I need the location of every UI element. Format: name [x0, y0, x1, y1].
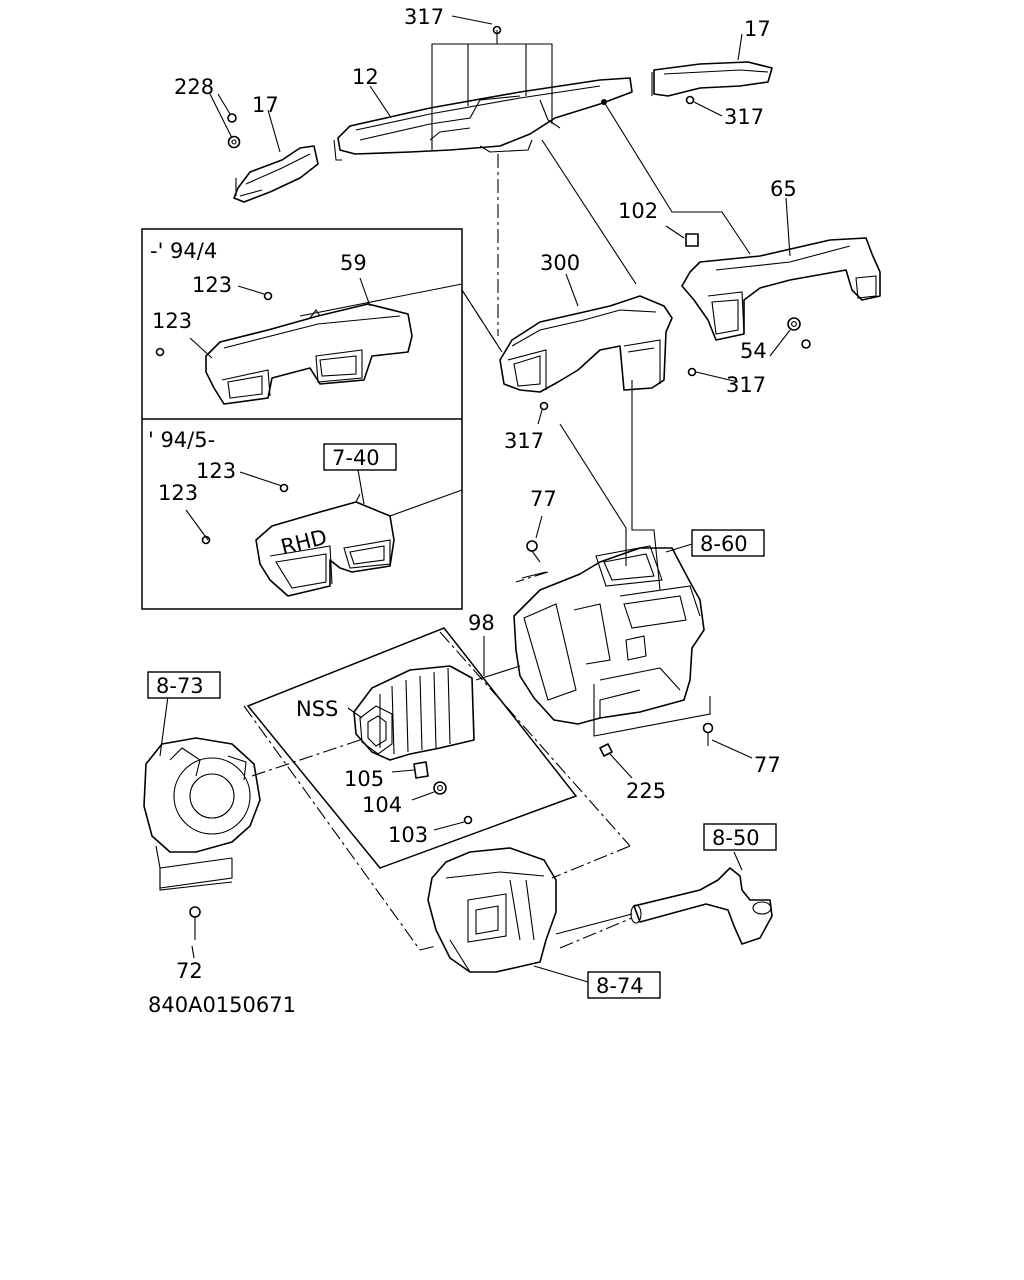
- heater-unit: [513, 545, 705, 725]
- clip-317-right: [685, 95, 695, 105]
- ref-box-8-73: 8-73: [147, 671, 221, 699]
- callout-123: 123: [196, 459, 236, 483]
- callout-65: 65: [770, 177, 797, 201]
- ref-label: 7-40: [332, 446, 380, 470]
- assembly-lines: [159, 154, 711, 951]
- callout-123: 123: [192, 273, 232, 297]
- callout-54: 54: [740, 339, 767, 363]
- callout-228: 228: [174, 75, 214, 99]
- clip-317-low: [539, 401, 549, 411]
- nut-54: [787, 317, 811, 349]
- variant-label-early: -' 94/4: [150, 239, 217, 263]
- clip-123-a: [263, 291, 273, 301]
- center-duct-300: [499, 295, 673, 393]
- callout-225: 225: [626, 779, 666, 803]
- callout-317: 317: [404, 5, 444, 29]
- screw-77-right: [702, 722, 714, 746]
- leader-lines: [159, 15, 791, 983]
- clip-123-b: [155, 347, 165, 357]
- callout-317: 317: [726, 373, 766, 397]
- blower-case: [427, 847, 557, 973]
- clip-104: [433, 781, 447, 795]
- screw-103: [463, 815, 473, 825]
- variant-label-late: ' 94/5-: [148, 428, 215, 452]
- ref-label: 8-73: [156, 674, 204, 698]
- screw-228: [227, 113, 241, 149]
- clip-225: [599, 743, 613, 757]
- ref-label: 8-60: [700, 532, 748, 556]
- ref-box-8-60: 8-60: [691, 529, 765, 557]
- blower-fan: [143, 737, 261, 889]
- callout-105: 105: [344, 767, 384, 791]
- callout-12: 12: [352, 65, 379, 89]
- clip-123-c: [279, 483, 289, 493]
- clip-105: [413, 761, 429, 779]
- callout-123: 123: [152, 309, 192, 333]
- side-vent-duct-right: [651, 61, 773, 97]
- screw-72: [189, 906, 201, 940]
- callout-300: 300: [540, 251, 580, 275]
- defroster-duct: [333, 77, 633, 161]
- side-vent-duct-left: [233, 145, 319, 203]
- callout-98: 98: [468, 611, 495, 635]
- callout-77: 77: [754, 753, 781, 777]
- callout-59: 59: [340, 251, 367, 275]
- callout-77: 77: [530, 487, 557, 511]
- duct-59: [205, 303, 413, 405]
- callout-labels: 317 17 228 12 17 317 65 102 59 300 123 1…: [152, 5, 797, 983]
- ref-box-8-50: 8-50: [703, 823, 777, 851]
- callout-103: 103: [388, 823, 428, 847]
- clip-317-mid: [687, 367, 697, 377]
- callout-104: 104: [362, 793, 402, 817]
- duct-65: [681, 237, 881, 341]
- ref-box-7-40: 7-40: [323, 443, 397, 471]
- ref-label: 8-74: [596, 974, 644, 998]
- seal-frame-98: [246, 627, 578, 869]
- callout-317: 317: [724, 105, 764, 129]
- callout-102: 102: [618, 199, 658, 223]
- drain-hose: [630, 867, 773, 945]
- callout-nss: NSS: [296, 697, 338, 721]
- pad-102: [685, 233, 699, 247]
- drawing-number: 840A0150671: [148, 993, 296, 1017]
- callout-72: 72: [176, 959, 203, 983]
- callout-17: 17: [744, 17, 771, 41]
- callout-123: 123: [158, 481, 198, 505]
- nss-boot: [353, 665, 475, 761]
- callout-17: 17: [252, 93, 279, 117]
- ref-box-8-74: 8-74: [587, 971, 661, 999]
- ref-label: 8-50: [712, 826, 760, 850]
- callout-317: 317: [504, 429, 544, 453]
- duct-rhd: [255, 493, 395, 597]
- screw-77-top: [526, 540, 541, 563]
